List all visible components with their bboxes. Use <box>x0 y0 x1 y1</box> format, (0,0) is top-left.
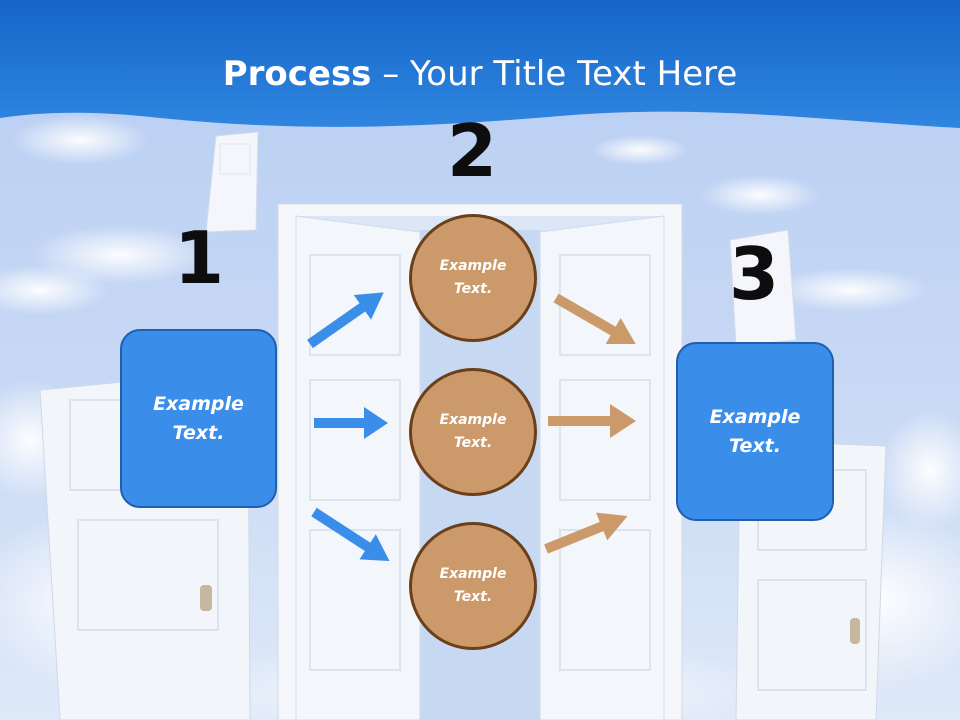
step-number-1: 1 <box>173 216 225 300</box>
slide-title: Process – Your Title Text Here <box>0 50 960 98</box>
brown-arrow-middle <box>548 404 636 438</box>
brown-arrow-down <box>553 293 636 344</box>
title-bold: Process <box>222 54 372 94</box>
blue-arrow-up <box>307 292 384 349</box>
small-door-left <box>205 131 259 233</box>
step-3-text-line2: Text. <box>729 434 781 457</box>
step-1-box[interactable]: Example Text. <box>120 329 277 508</box>
blue-arrow-middle <box>314 407 388 439</box>
circle-bottom-line1: Example <box>439 566 507 582</box>
circle-top-line2: Text. <box>453 281 493 297</box>
step-1-text-line2: Text. <box>172 421 225 444</box>
step-2-circle-top[interactable]: Example Text. <box>409 214 537 342</box>
brown-arrow-up <box>544 512 628 554</box>
step-2-circle-bottom[interactable]: Example Text. <box>409 522 537 650</box>
step-number-2: 2 <box>446 109 498 193</box>
step-3-box[interactable]: Example Text. <box>676 342 834 521</box>
small-door-right <box>729 229 797 347</box>
step-3-text-line1: Example <box>709 405 801 428</box>
circle-top-line1: Example <box>439 258 507 274</box>
header-band <box>0 0 960 128</box>
step-number-3: 3 <box>728 232 780 316</box>
step-2-circle-middle[interactable]: Example Text. <box>409 368 537 496</box>
step-1-text-line1: Example <box>153 392 244 415</box>
circle-middle-line1: Example <box>439 412 507 428</box>
title-rest: – Your Title Text Here <box>371 54 738 94</box>
blue-arrow-down <box>311 507 390 562</box>
circle-bottom-line2: Text. <box>453 589 493 605</box>
circle-middle-line2: Text. <box>453 435 493 451</box>
